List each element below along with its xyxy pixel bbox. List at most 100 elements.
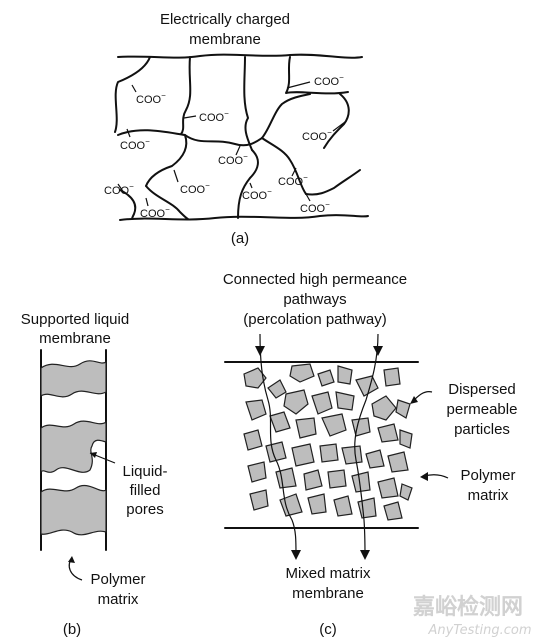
particle [383, 367, 401, 387]
coo-label: COO− [300, 200, 330, 215]
particle [319, 443, 339, 463]
panel-c-bottom-line2: membrane [292, 585, 364, 602]
coo-group: COO− [183, 109, 229, 124]
panel-c-matrix-line2: matrix [468, 487, 509, 504]
particle [269, 411, 291, 433]
coo-group: COO− [242, 182, 272, 202]
particle [383, 501, 403, 521]
coo-group: COO− [104, 182, 134, 197]
percolation-pathway-left [259, 333, 297, 557]
particle [333, 495, 353, 517]
particle [265, 441, 287, 463]
particle [371, 395, 397, 421]
particle [311, 391, 333, 415]
liquid-pore [40, 484, 107, 536]
watermark: 嘉峪检测网 AnyTesting.com [413, 594, 532, 638]
pores-pointer-head [90, 452, 97, 458]
coo-label: COO− [104, 182, 134, 197]
coo-group: COO− [300, 193, 330, 215]
particle [307, 493, 327, 515]
panel-c-title-line2: pathways [283, 291, 346, 308]
panel-c-title-line3: (percolation pathway) [243, 311, 386, 328]
coo-label: COO− [242, 187, 272, 202]
particle [341, 445, 363, 465]
particle [351, 471, 371, 493]
particle [279, 493, 303, 517]
particle [387, 451, 409, 473]
pores-label-line3: pores [126, 501, 164, 518]
coo-label: COO− [314, 73, 344, 88]
panel-a-caption: (a) [231, 230, 249, 247]
carboxylate-groups: COO− COO− COO− COO− COO− COO− [104, 73, 346, 220]
coo-group: COO− [120, 128, 150, 152]
particles-label-line2: permeable [447, 401, 518, 418]
particle [249, 489, 269, 511]
coo-label: COO− [278, 173, 308, 188]
particles-label-line3: particles [454, 421, 510, 438]
particle [247, 461, 267, 483]
particle [365, 449, 385, 469]
particle [291, 443, 315, 467]
particle [321, 413, 347, 437]
panel-b-title-line1: Supported liquid [21, 311, 129, 328]
coo-label: COO− [140, 205, 170, 220]
panel-a: Electrically charged membrane COO− [104, 11, 369, 247]
panel-c-bottom-line1: Mixed matrix [285, 565, 371, 582]
panel-b-matrix-line1: Polymer [90, 571, 145, 588]
pores-label-line1: Liquid- [122, 463, 167, 480]
panel-c-title-line1: Connected high permeance [223, 271, 407, 288]
particle [275, 467, 297, 489]
liquid-pore [40, 360, 107, 398]
pathway-left-entry-arrowhead [255, 346, 265, 356]
particle [245, 399, 267, 421]
particle [377, 423, 399, 443]
coo-group: COO− [131, 84, 166, 106]
panel-b-title-line2: membrane [39, 330, 111, 347]
particles-pointer-head [410, 396, 418, 404]
pathway-left-arrowhead [291, 550, 301, 560]
dispersed-particles [243, 363, 413, 521]
coo-label: COO− [218, 152, 248, 167]
particle [243, 367, 267, 389]
pathway-right-arrowhead [360, 550, 370, 560]
panel-b: Supported liquid membrane Liquid- filled… [21, 311, 168, 638]
watermark-latin: AnyTesting.com [427, 623, 531, 638]
particle [355, 375, 379, 397]
matrix-pointer-head [68, 556, 75, 563]
coo-label: COO− [199, 109, 229, 124]
particle [317, 369, 335, 387]
particle [357, 497, 377, 519]
panel-c-caption: (c) [319, 621, 337, 638]
panel-c-matrix-line1: Polymer [460, 467, 515, 484]
pathway-right-entry-arrowhead [373, 346, 383, 356]
particles-label-line1: Dispersed [448, 381, 516, 398]
particle [351, 417, 371, 437]
polymer-network [114, 53, 369, 221]
panel-c: Connected high permeance pathways (perco… [223, 271, 518, 638]
percolation-pathway-right [354, 333, 379, 557]
particle [283, 389, 309, 415]
particle [267, 379, 287, 399]
coo-group: COO− [302, 121, 346, 143]
particle [327, 469, 347, 489]
coo-label: COO− [120, 137, 150, 152]
coo-group: COO− [173, 169, 210, 196]
coo-label: COO− [302, 128, 332, 143]
particle [377, 477, 399, 499]
panel-b-caption: (b) [63, 621, 81, 638]
panel-c-matrix-pointer-head [420, 472, 428, 481]
particle [399, 483, 413, 501]
coo-label: COO− [136, 91, 166, 106]
panel-b-matrix-line2: matrix [98, 591, 139, 608]
coo-group: COO− [286, 73, 344, 89]
panel-a-title-line1: Electrically charged [160, 11, 290, 28]
particle [289, 363, 315, 383]
coo-group: COO− [140, 197, 170, 220]
particle [399, 429, 413, 449]
liquid-pore [40, 420, 107, 474]
particle [395, 399, 411, 419]
particle [303, 469, 323, 491]
particle [243, 429, 263, 451]
particle [295, 417, 317, 439]
